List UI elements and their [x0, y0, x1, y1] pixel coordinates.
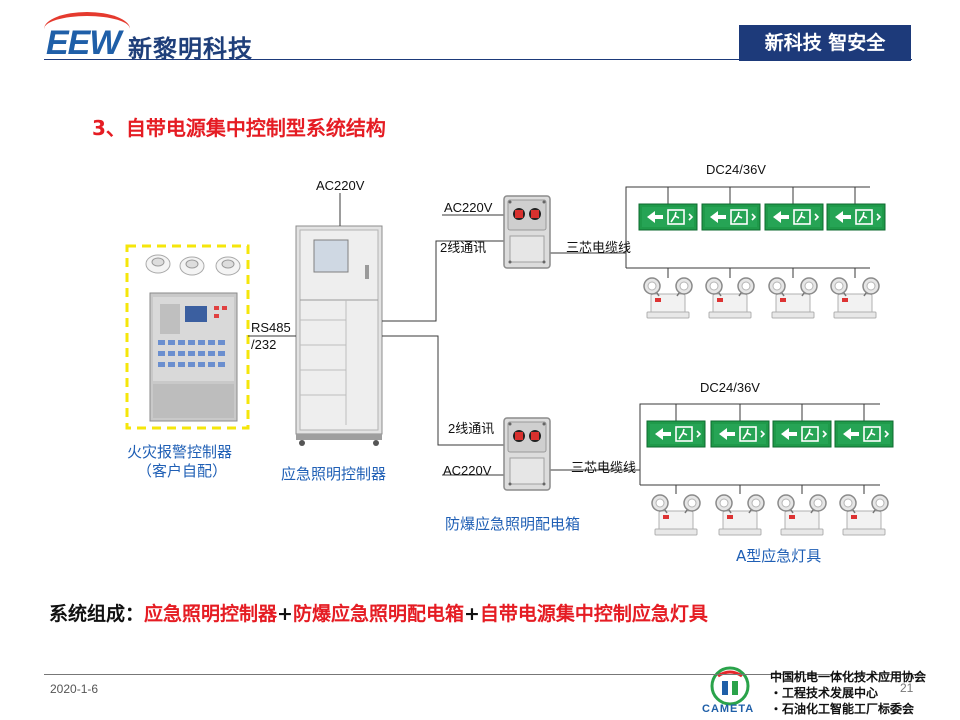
emergency-lamp-icon	[643, 277, 693, 319]
org-line-3: ・石油化工智能工厂标委会	[770, 702, 915, 716]
label-ac220v-cabinet: AC220V	[316, 178, 365, 193]
composition-prefix: 系统组成：	[49, 603, 145, 625]
emergency-lamp-icon	[839, 494, 889, 536]
label-ac220v-top: AC220V	[444, 200, 493, 215]
emergency-lamp-icon	[768, 277, 818, 319]
slogan-badge: 新科技 智安全	[739, 25, 911, 61]
slide-title: 3、自带电源集中控制型系统结构	[92, 116, 386, 140]
label-ac220v-bottom: AC220V	[443, 463, 492, 478]
exit-sign-icon	[772, 420, 832, 448]
org-line-2: ・工程技术发展中心	[770, 686, 879, 700]
label-3core-bottom: 三芯电缆线	[571, 460, 637, 475]
caption-distribution-box: 防爆应急照明配电箱	[445, 515, 581, 533]
composition-part-fixtures: 自带电源集中控制应急灯具	[479, 603, 708, 625]
footer-divider	[44, 674, 916, 675]
brand-logo: EEW	[46, 24, 121, 62]
exit-sign-icon	[646, 420, 706, 448]
emergency-lamp-icon	[715, 494, 765, 536]
page-number: 21	[900, 681, 914, 695]
exit-sign-icon	[834, 420, 894, 448]
company-name: 新黎明科技	[128, 35, 253, 63]
composition-plus: +	[277, 603, 293, 625]
emergency-lighting-controller-cabinet	[295, 225, 383, 446]
emergency-lamp-icon	[777, 494, 827, 536]
smoke-detector-icon	[145, 254, 171, 274]
explosion-proof-box-top	[503, 195, 551, 269]
label-3core-top: 三芯电缆线	[566, 240, 632, 255]
label-dc-bottom: DC24/36V	[700, 380, 760, 395]
smoke-detector-icon	[215, 256, 241, 276]
exit-sign-icon	[638, 203, 698, 231]
exit-sign-icon	[826, 203, 886, 231]
system-composition: 系统组成：应急照明控制器+防爆应急照明配电箱+自带电源集中控制应急灯具	[49, 599, 708, 626]
cameta-logo-text: CAMETA	[702, 703, 755, 715]
explosion-proof-box-bottom	[503, 417, 551, 491]
label-2wire-top: 2线通讯	[440, 240, 487, 255]
label-2wire-bottom: 2线通讯	[448, 421, 495, 436]
caption-fire-alarm: 火灾报警控制器	[127, 443, 233, 461]
logo-arc-icon	[44, 12, 130, 46]
caption-customer-supplied: （客户自配）	[137, 462, 228, 480]
composition-plus: +	[463, 603, 480, 625]
footer-date: 2020-1-6	[50, 682, 99, 696]
exit-sign-icon	[701, 203, 761, 231]
emergency-lamp-icon	[651, 494, 701, 536]
composition-part-box: 防爆应急照明配电箱	[292, 603, 464, 625]
fire-alarm-dashed-frame	[125, 244, 250, 430]
caption-fixtures: A型应急灯具	[736, 547, 822, 565]
label-rs485: RS485	[251, 320, 291, 335]
caption-controller: 应急照明控制器	[281, 465, 387, 483]
fire-alarm-controller-panel	[149, 292, 238, 422]
label-dc-top: DC24/36V	[706, 162, 766, 177]
smoke-detector-icon	[179, 256, 205, 276]
emergency-lamp-icon	[830, 277, 880, 319]
org-line-1: 中国机电一体化技术应用协会	[770, 670, 927, 684]
composition-part-controller: 应急照明控制器	[144, 603, 278, 625]
emergency-lamp-icon	[705, 277, 755, 319]
exit-sign-icon	[710, 420, 770, 448]
label-232: /232	[251, 337, 277, 352]
header-divider	[44, 59, 912, 60]
exit-sign-icon	[764, 203, 824, 231]
